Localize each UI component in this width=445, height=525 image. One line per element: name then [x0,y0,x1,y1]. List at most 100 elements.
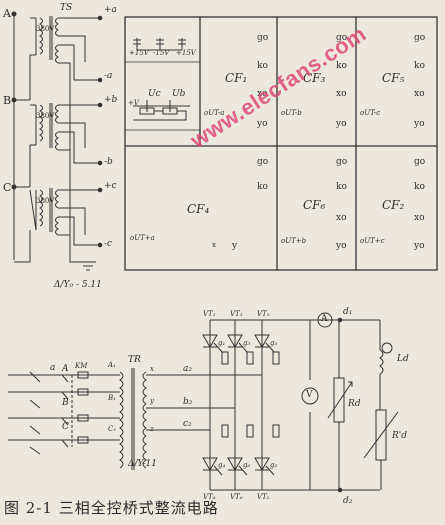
rd-label: Rd [348,399,361,409]
cf2-pin-g: go [414,157,426,167]
tr-label: TR [128,355,141,365]
secondary-x: x [150,365,154,373]
ld-label: Ld [397,354,409,364]
output-minus-b: -b [104,157,113,167]
cf4-name: CF₄ [187,202,210,216]
cf6-pin-y: yo [336,241,347,251]
cf1-pin-g: go [257,33,269,43]
voltmeter-circle [301,387,319,405]
g5-label: g₅ [270,339,278,347]
voltage-label-b: 380V [36,112,55,120]
g1-label: g₁ [218,339,226,347]
voltmeter-label: V [306,390,313,400]
cf6-pin-x: xo [336,213,347,223]
cf2-pin-x: xo [414,213,425,223]
cf2-pin-y: yo [414,241,425,251]
vt1-label: VT₁ [203,310,216,318]
cf5-name: CF₅ [382,71,405,85]
vt3-label: VT₃ [230,310,243,318]
plus-v-label: +V [128,99,139,107]
supply-label-2: -15V [153,49,170,57]
output-plus-a: +a [104,5,117,15]
g2-label: g₂ [270,461,278,469]
cf1-pin-y: yo [257,119,268,129]
g6-label: g₆ [243,461,251,469]
vt2-label: VT₂ [257,493,270,501]
cf3-pin-g: go [336,33,348,43]
vt6-label: VT₆ [230,493,243,501]
cf2-name: CF₂ [382,198,405,212]
cf1-pin-x: xo [257,89,268,99]
output-minus-c: -c [104,239,113,249]
cf3-ut-label: oUT-b [281,109,302,117]
vt4-label: VT₄ [203,493,216,501]
ts-title: TS [60,3,73,13]
cf6-name: CF₆ [303,198,326,212]
line-label-C: C [62,422,69,432]
ts-primary-coil-a [39,17,43,55]
cf3-pin-y: yo [336,119,347,129]
line-label-A: A [62,364,69,374]
output-a2: a₂ [183,364,192,374]
cf6-pin-g: go [336,157,348,167]
primary-a1: A₁ [108,361,116,369]
secondary-z: z [150,425,154,433]
voltage-label-c: 380V [36,197,55,205]
km-label: KM [75,362,88,370]
g3-label: g₃ [243,339,251,347]
ts-connection-label: Δ/Y₀ - 5.11 [54,280,102,290]
supply-label-1: +15V [129,49,149,57]
cf1-name: CF₁ [225,71,248,85]
line-label-a: a [50,363,56,373]
uc-label: Uc [148,89,161,99]
cf4-pin-x: x [212,241,216,249]
cf6-ut-label: oUT+b [281,237,307,245]
g4-label: g₄ [218,461,226,469]
panel-col-dividers [276,17,357,270]
output-b2: b₂ [183,397,193,407]
rectifier-connection-label: Δ/Y-11 [128,459,157,469]
line-label-B: B [62,398,69,408]
ts-primary-coil-c [39,189,43,227]
ammeter-circle [317,312,333,328]
d2-label: d₂ [343,496,353,506]
ts-primary-coil-b [39,104,43,142]
cf3-name: CF₃ [303,71,326,85]
upper-thyristor-symbols [202,334,275,353]
cf5-pin-g: go [414,33,426,43]
secondary-y: y [150,397,154,405]
phase-c-label: C [3,181,12,194]
cf2-pin-k: ko [414,182,425,192]
ammeter-label: A [321,314,328,324]
cf6-pin-k: ko [336,182,347,192]
panel-border [124,16,438,271]
cf5-pin-x: xo [414,89,425,99]
output-c2: c₂ [183,419,192,429]
vt5-label: VT₅ [257,310,270,318]
voltage-label-a: 380V [36,25,55,33]
cf3-pin-k: ko [336,61,347,71]
output-plus-b: +b [104,95,118,105]
cf4-ut-label: oUT+a [130,234,155,242]
output-plus-c: +c [104,181,117,191]
primary-b1: B₁ [108,394,116,402]
cf2-ut-label: oUT+c [360,237,385,245]
figure-caption: 图 2-1 三相全控桥式整流电路 [4,499,219,517]
phase-a-label: A [3,7,11,20]
cf5-ut-label: oUT-c [360,109,381,117]
supply-label-3: +15V [176,49,196,57]
cf5-pin-y: yo [414,119,425,129]
output-minus-a: -a [104,71,113,81]
cf3-pin-x: xo [336,89,347,99]
d1-label: d₁ [343,307,353,317]
lower-thyristor-symbols [202,457,275,476]
cf4-pin-k: ko [257,182,268,192]
ub-label: Ub [172,89,186,99]
phase-b-label: B [3,94,12,107]
cf1-pin-k: ko [257,61,268,71]
cf5-pin-k: ko [414,61,425,71]
rd2-label: R'd [392,431,408,441]
primary-c1: C₁ [108,425,117,433]
cf1-ut-label: oUT-a [204,109,225,117]
